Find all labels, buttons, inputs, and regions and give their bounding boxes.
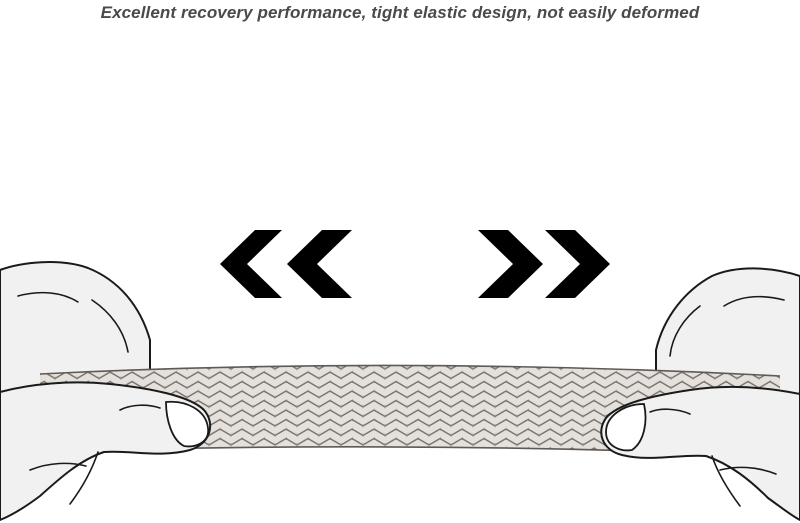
feature-caption: Excellent recovery performance, tight el…	[100, 3, 700, 22]
left-hand-thumb	[0, 381, 212, 521]
thumbnail	[605, 403, 647, 452]
right-hand-thumb	[600, 386, 800, 521]
chevron-left-icon	[287, 230, 352, 298]
chevron-right-icon	[545, 230, 610, 298]
chevron-right-icon	[478, 230, 543, 298]
chevron-left-icon	[220, 230, 282, 298]
thumbnail	[165, 400, 209, 448]
double-chevron-right-icon	[478, 230, 610, 298]
double-chevron-left-icon	[220, 230, 352, 298]
